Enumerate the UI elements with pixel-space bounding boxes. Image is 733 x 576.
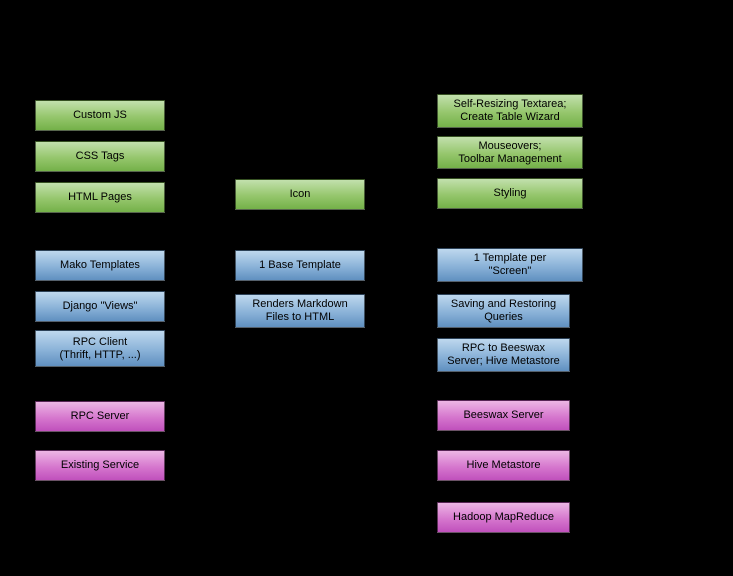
node-label: Mouseovers; Toolbar Management xyxy=(458,139,562,165)
node-renders-markdown: Renders Markdown Files to HTML xyxy=(235,294,365,328)
node-label: 1 Base Template xyxy=(259,259,341,271)
node-label: RPC Client (Thrift, HTTP, ...) xyxy=(59,335,141,361)
node-label: Beeswax Server xyxy=(463,409,544,421)
node-hive-metastore: Hive Metastore xyxy=(437,450,570,481)
node-label: CSS Tags xyxy=(75,150,125,162)
node-base-template: 1 Base Template xyxy=(235,250,365,281)
node-custom-js: Custom JS xyxy=(35,100,165,131)
node-label: HTML Pages xyxy=(68,191,132,203)
node-css-tags: CSS Tags xyxy=(35,141,165,172)
node-django-views: Django "Views" xyxy=(35,291,165,322)
node-self-resizing-textarea: Self-Resizing Textarea; Create Table Wiz… xyxy=(437,94,583,128)
node-mouseovers: Mouseovers; Toolbar Management xyxy=(437,136,583,169)
node-beeswax-server: Beeswax Server xyxy=(437,400,570,431)
node-existing-service: Existing Service xyxy=(35,450,165,481)
node-rpc-server: RPC Server xyxy=(35,401,165,432)
node-html-pages: HTML Pages xyxy=(35,182,165,213)
node-saving-queries: Saving and Restoring Queries xyxy=(437,294,570,328)
node-label: Self-Resizing Textarea; Create Table Wiz… xyxy=(453,98,567,123)
node-mako-templates: Mako Templates xyxy=(35,250,165,281)
node-label: RPC Server xyxy=(70,410,130,422)
node-label: Styling xyxy=(493,187,527,199)
node-label: Mako Templates xyxy=(60,259,140,271)
node-rpc-to-beeswax: RPC to Beeswax Server; Hive Metastore xyxy=(437,338,570,372)
node-label: Hadoop MapReduce xyxy=(453,511,554,523)
node-label: Saving and Restoring Queries xyxy=(450,298,557,323)
node-hadoop-mapreduce: Hadoop MapReduce xyxy=(437,502,570,533)
node-label: Django "Views" xyxy=(62,300,138,312)
node-label: Custom JS xyxy=(73,109,127,121)
node-label: Hive Metastore xyxy=(466,459,541,471)
node-template-per-screen: 1 Template per "Screen" xyxy=(437,248,583,282)
node-styling: Styling xyxy=(437,178,583,209)
node-rpc-client: RPC Client (Thrift, HTTP, ...) xyxy=(35,330,165,367)
node-label: RPC to Beeswax Server; Hive Metastore xyxy=(447,342,560,367)
node-icon: Icon xyxy=(235,179,365,210)
node-label: Icon xyxy=(289,188,311,200)
node-label: 1 Template per "Screen" xyxy=(473,252,547,277)
node-label: Existing Service xyxy=(60,459,140,471)
node-label: Renders Markdown Files to HTML xyxy=(252,298,348,323)
